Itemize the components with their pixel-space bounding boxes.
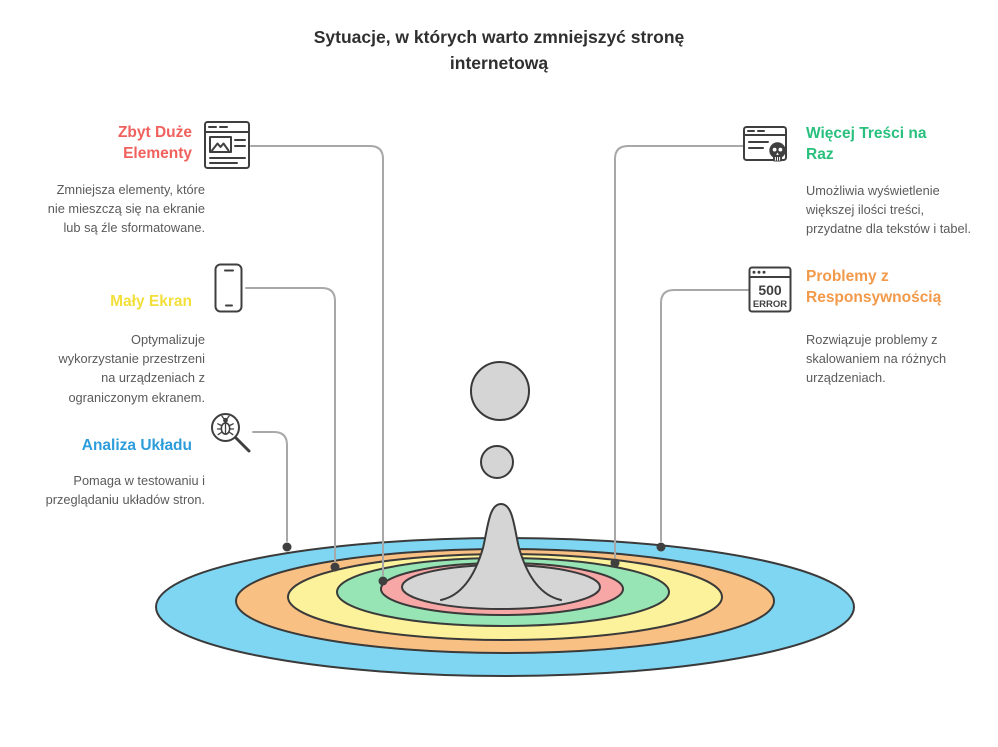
item-heading-wiecej-tresci: Więcej Treści na Raz	[806, 125, 927, 163]
error-500-text: 500	[758, 282, 782, 298]
item-heading-analiza-ukladu: Analiza Układu	[81, 437, 192, 454]
item-description-zbyt-duze-elementy: Zmniejsza elementy, które nie mieszczą s…	[47, 182, 205, 236]
item-description-wiecej-tresci: Umożliwia wyświetlenie większej ilości t…	[806, 183, 972, 237]
item-description-maly-ekran: Optymalizuje wykorzystanie przestrzeni n…	[58, 332, 205, 405]
browser-image-icon	[203, 119, 251, 171]
water-drop-small	[480, 445, 514, 479]
connector-line-wiecej-tresci	[614, 145, 744, 558]
item-heading-zbyt-duze-elementy: Zbyt Duże Elementy	[117, 124, 192, 162]
item-description-problemy-responsywnosc: Rozwiązuje problemy z skalowaniem na róż…	[806, 332, 947, 386]
connector-dot-wiecej-tresci	[610, 558, 620, 568]
splash-column-outline	[440, 502, 562, 601]
error-500-browser-icon: 500 ERROR	[747, 264, 793, 316]
connector-dot-analiza-ukladu	[282, 542, 292, 552]
browser-skull-icon	[742, 122, 792, 168]
splash-column	[441, 504, 561, 600]
connector-dot-zbyt-duze-elementy	[378, 576, 388, 586]
connector-line-problemy-responsywnosc	[660, 289, 749, 542]
layout-analysis-magnifier-icon	[206, 408, 254, 456]
item-description-analiza-ukladu: Pomaga w testowaniu i przeglądaniu układ…	[45, 473, 205, 508]
page-title: Sytuacje, w których warto zmniejszyć str…	[313, 27, 685, 74]
error-label-text: ERROR	[753, 299, 787, 310]
item-heading-maly-ekran: Mały Ekran	[110, 293, 192, 310]
water-drop-large	[470, 361, 530, 421]
connector-line-zbyt-duze-elementy	[250, 145, 384, 576]
connector-line-analiza-ukladu	[252, 431, 288, 542]
connector-line-maly-ekran	[245, 287, 336, 562]
connector-dot-problemy-responsywnosc	[656, 542, 666, 552]
connector-dot-maly-ekran	[330, 562, 340, 572]
item-heading-problemy-responsywnosc: Problemy z Responsywnością	[806, 268, 942, 306]
smartphone-icon	[213, 262, 245, 314]
